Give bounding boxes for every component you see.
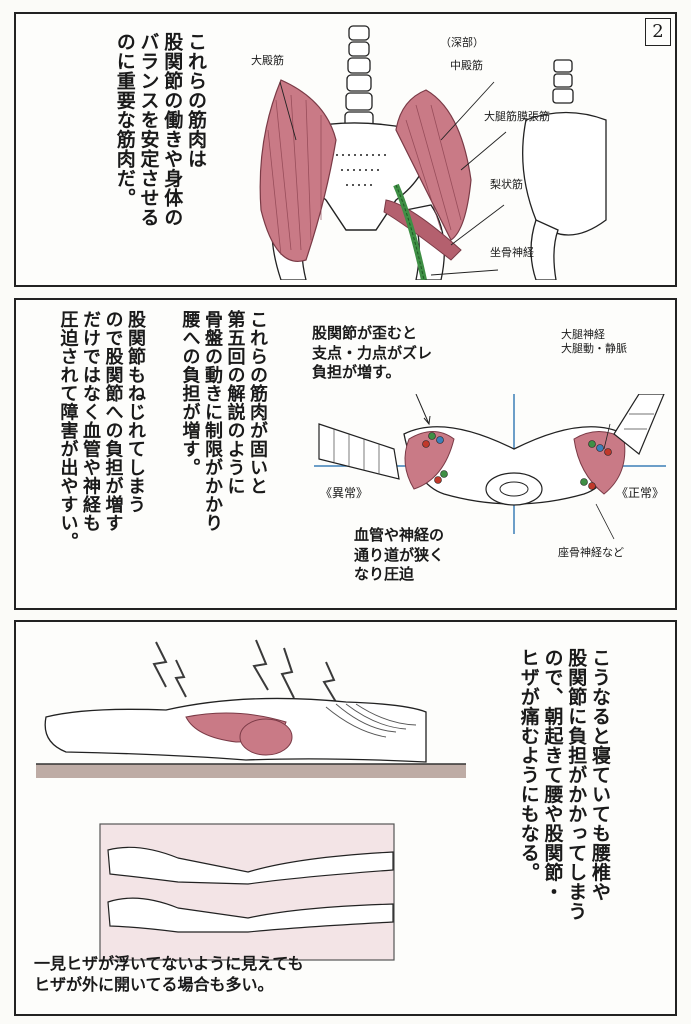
- pain-marks: [152, 639, 337, 703]
- label-vessels: 大腿神経 大腿動・静脈: [561, 328, 627, 355]
- label-gluteus-maximus: 大殿筋: [251, 54, 284, 67]
- abnormal-femur: [318, 423, 400, 480]
- label-sciatic-etc: 座骨神経など: [558, 546, 624, 559]
- diagram-title: 股関節が歪むと 支点・力点がズレ 負担が増す。: [312, 324, 433, 381]
- spine: [344, 25, 374, 131]
- gluteus-maximus: [259, 79, 337, 262]
- upper-leg: [107, 846, 394, 885]
- panel1-caption: これらの筋肉は 股関節の働きや身体の バランスを安定させる のに重要な筋肉だ。: [113, 32, 207, 227]
- label-piriformis: 梨状筋: [490, 178, 523, 191]
- panel-sleeping-posture: こうなると寝ていても腰椎や 股関節に負担がかかってしまう ので、朝起きて腰や股関…: [14, 620, 677, 1016]
- panel2-caption-left: 股関節もねじれてしまう ので股関節への負担が増す だけではなく血管や神経も 圧迫…: [57, 310, 147, 551]
- label-deep: （深部）: [440, 36, 484, 49]
- compression-note: 血管や神経の 通り道が狭く なり圧迫: [354, 526, 445, 583]
- lying-body-illustration: [36, 639, 466, 778]
- panel-hip-distortion: 股関節もねじれてしまう ので股関節への負担が増す だけではなく血管や神経も 圧迫…: [14, 298, 677, 610]
- label-sciatic-nerve: 坐骨神経: [490, 246, 534, 259]
- label-gluteus-medius: 中殿筋: [450, 59, 483, 72]
- pelvis-side-view: [522, 59, 607, 280]
- hip-cross-section-diagram: [314, 394, 666, 540]
- gluteal-muscles-illustration: [259, 25, 607, 280]
- bed-surface: [36, 764, 466, 778]
- legs-top-view: [99, 823, 395, 961]
- label-abnormal: 《異常》: [320, 486, 369, 500]
- panel-muscles: 2 これらの筋肉は 股関節の働きや身体の バランスを安定させる のに重要な筋肉だ…: [14, 12, 677, 287]
- panel3-caption: こうなると寝ていても腰椎や 股関節に負担がかかってしまう ので、朝起きて腰や股関…: [517, 648, 611, 921]
- abnormal-hip-muscle: [404, 431, 455, 490]
- label-normal: 《正常》: [616, 486, 665, 500]
- panel3-bottom-text: 一見ヒザが浮いてないように見えても ヒザが外に開いてる場合も多い。: [34, 954, 304, 994]
- normal-femur: [613, 394, 665, 455]
- vessel-nerve-dots: [422, 432, 612, 490]
- panel2-caption-right: これらの筋肉が固いと 第五回の解説のように 骨盤の動きに制限がかかり 腰への負担…: [179, 310, 269, 532]
- lower-leg: [107, 897, 394, 933]
- normal-hip-muscle: [573, 431, 626, 495]
- page-number: 2: [645, 18, 671, 46]
- label-tfl: 大腿筋膜張筋: [484, 110, 550, 123]
- hip-joint: [239, 718, 293, 756]
